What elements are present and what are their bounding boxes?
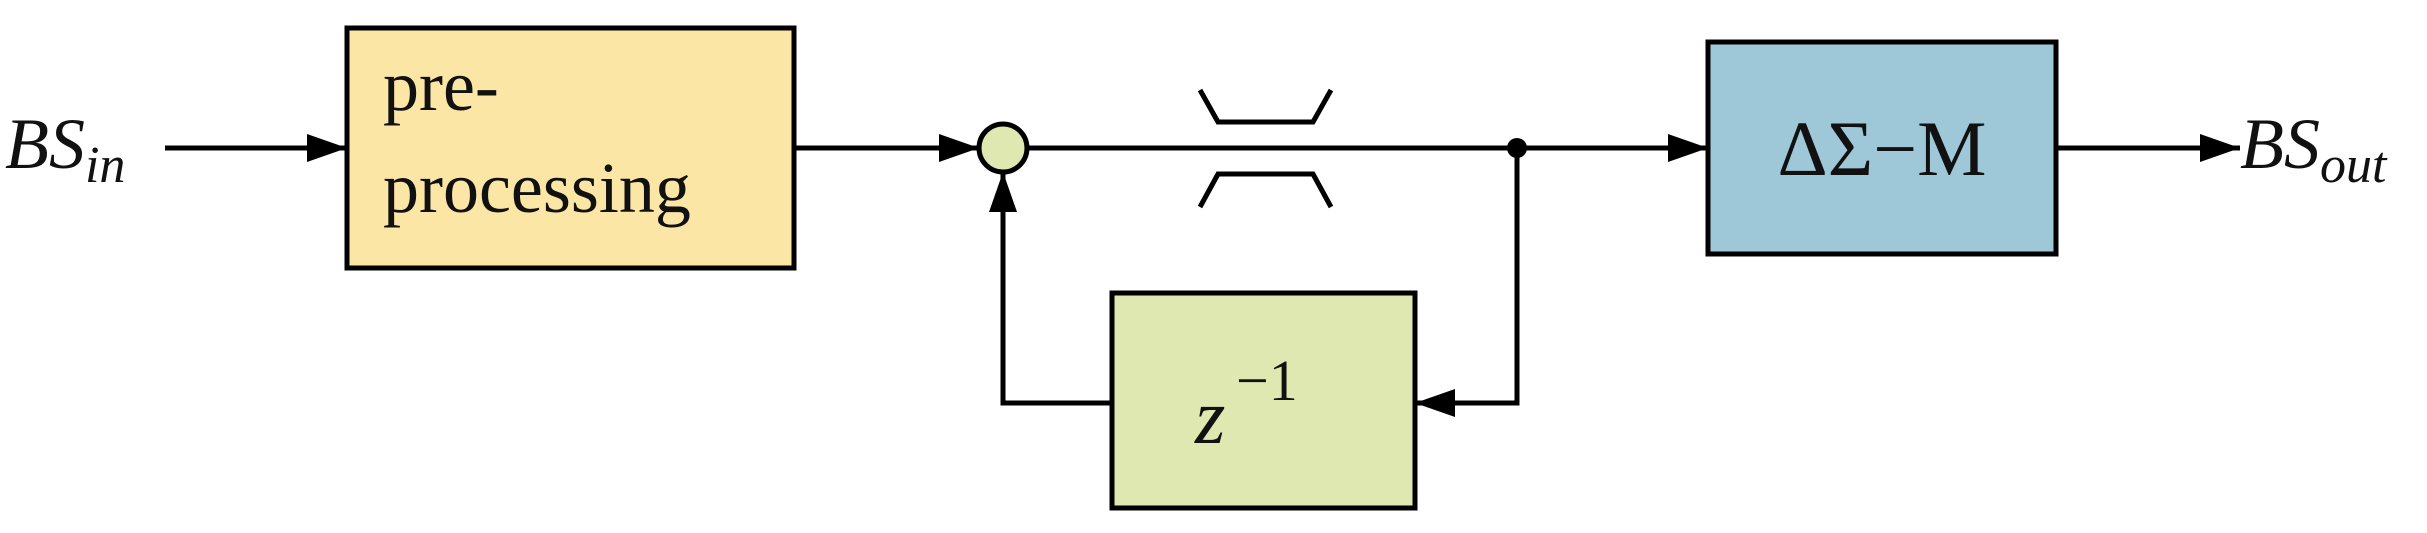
preprocessing-block: pre- processing [344, 25, 797, 271]
feedback-path-in [1415, 148, 1520, 417]
preprocessing-label-line2: processing [383, 148, 691, 228]
modulator-label: ΔΣ−M [1778, 105, 1987, 192]
input-label: BSin [5, 104, 125, 194]
preprocessing-label-line1: pre- [383, 46, 499, 126]
filter-symbol-top [1197, 88, 1334, 125]
modulator-block: ΔΣ−M [1705, 39, 2059, 257]
input-label-main: BS [5, 104, 85, 184]
summing-node [976, 121, 1030, 175]
input-label-sub: in [85, 137, 125, 194]
feedback-path-out [989, 172, 1112, 406]
delay-box [1109, 290, 1418, 511]
output-label-sub: out [2320, 137, 2388, 194]
delay-label-base: z [1194, 373, 1225, 460]
delay-block: z −1 [1109, 290, 1418, 511]
delay-label-exponent: −1 [1236, 348, 1298, 413]
output-label: BSout [2240, 104, 2388, 194]
output-label-main: BS [2240, 104, 2320, 184]
filter-symbol-bottom [1197, 171, 1334, 209]
